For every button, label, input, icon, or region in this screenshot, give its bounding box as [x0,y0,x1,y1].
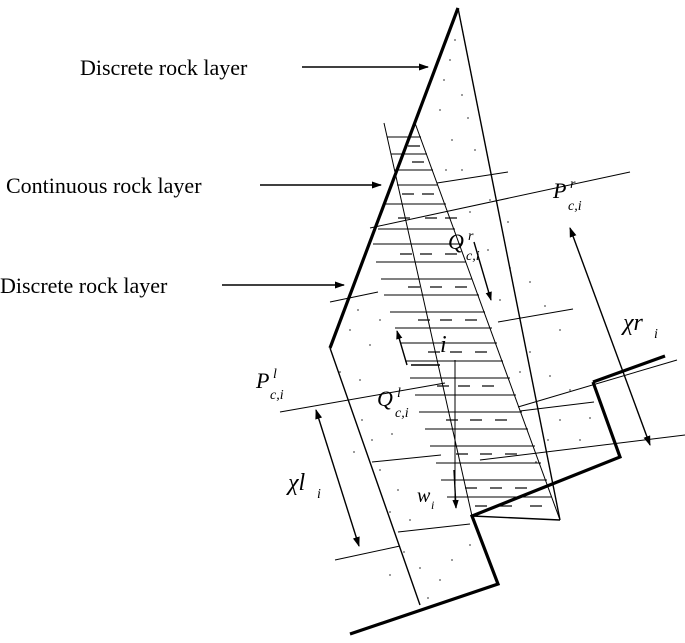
svg-text:i: i [431,498,434,512]
texture-dot [451,559,453,561]
chi-l-dimension [315,409,360,547]
texture-dot [379,469,381,471]
texture-dot [449,59,451,61]
texture-dot [549,375,551,377]
texture-dot [474,149,476,151]
chi-r-dimension [569,227,651,446]
rock-body-outline [329,7,561,606]
texture-dot [451,139,453,141]
texture-dot [589,417,591,419]
svg-text:Q: Q [448,229,464,254]
continuous-layer-dashes [398,145,542,507]
w-symbol: w i [417,485,434,512]
texture-dot [357,309,359,311]
texture-dot [397,489,399,491]
p-right-symbol: P r c,i [552,177,582,214]
svg-text:w: w [417,485,431,507]
texture-dot [489,199,491,201]
chi-r-symbol: χr i [621,310,658,342]
continuous-layer-lines [373,136,552,505]
chi-l-symbol: χl i [286,470,321,502]
texture-dot [454,39,456,41]
i-symbol: i [440,332,447,358]
svg-text:P: P [255,368,269,393]
texture-dot [544,305,546,307]
texture-dot [391,433,393,435]
texture-dot [529,281,531,283]
texture-dot [359,379,361,381]
texture-dot [559,419,561,421]
continuous-layer-bounds [383,122,561,521]
texture-dot [487,249,489,251]
svg-text:c,i: c,i [395,406,409,421]
texture-dot [499,299,501,301]
texture-dot [547,439,549,441]
texture-dot [535,461,537,463]
svg-text:Q: Q [377,386,393,411]
q-right-arrow [473,241,492,301]
svg-text:i: i [317,487,321,502]
p-left-symbol: P l c,i [255,367,284,403]
texture-dot [369,344,371,346]
texture-dot [379,319,381,321]
texture-dot [389,574,391,576]
texture-dot [529,351,531,353]
texture-dot [427,597,429,599]
texture-dot [389,511,391,513]
svg-text:i: i [654,327,658,342]
svg-text:c,i: c,i [568,199,582,214]
svg-text:l: l [273,367,277,382]
q-right-symbol: Q r c,i [448,229,480,264]
weight-arrow [452,469,459,509]
texture-dot [461,169,463,171]
svg-text:r: r [468,229,474,244]
texture-dot [439,579,441,581]
texture-dot [339,371,341,373]
rock-dot-texture [339,39,591,599]
continuous-label: Continuous rock layer [6,173,202,198]
texture-dot [469,544,471,546]
svg-text:l: l [397,386,401,401]
svg-text:r: r [570,177,576,192]
texture-dot [361,419,363,421]
texture-dot [519,371,521,373]
texture-dot [569,389,571,391]
texture-dot [467,117,469,119]
texture-dot [443,79,445,81]
texture-dot [439,109,441,111]
q-left-arrow [396,330,408,366]
texture-dot [469,211,471,213]
top-discrete-label: Discrete rock layer [80,55,248,80]
texture-dot [353,451,355,453]
interface-lines [279,171,685,561]
discrete-layer-surface [328,7,460,349]
svg-text:c,i: c,i [270,388,284,403]
texture-dot [579,439,581,441]
texture-dot [461,94,463,96]
svg-text:c,i: c,i [466,249,480,264]
svg-text:P: P [552,178,566,203]
texture-dot [371,439,373,441]
texture-dot [403,551,405,553]
texture-dot [445,169,447,171]
svg-text:χr: χr [621,310,644,336]
q-left-symbol: Q l c,i [377,386,409,421]
texture-dot [409,519,411,521]
lower-discrete-label: Discrete rock layer [0,273,168,298]
texture-dot [349,329,351,331]
texture-dot [559,329,561,331]
texture-dot [419,567,421,569]
texture-dot [507,221,509,223]
svg-text:χl: χl [286,470,306,496]
